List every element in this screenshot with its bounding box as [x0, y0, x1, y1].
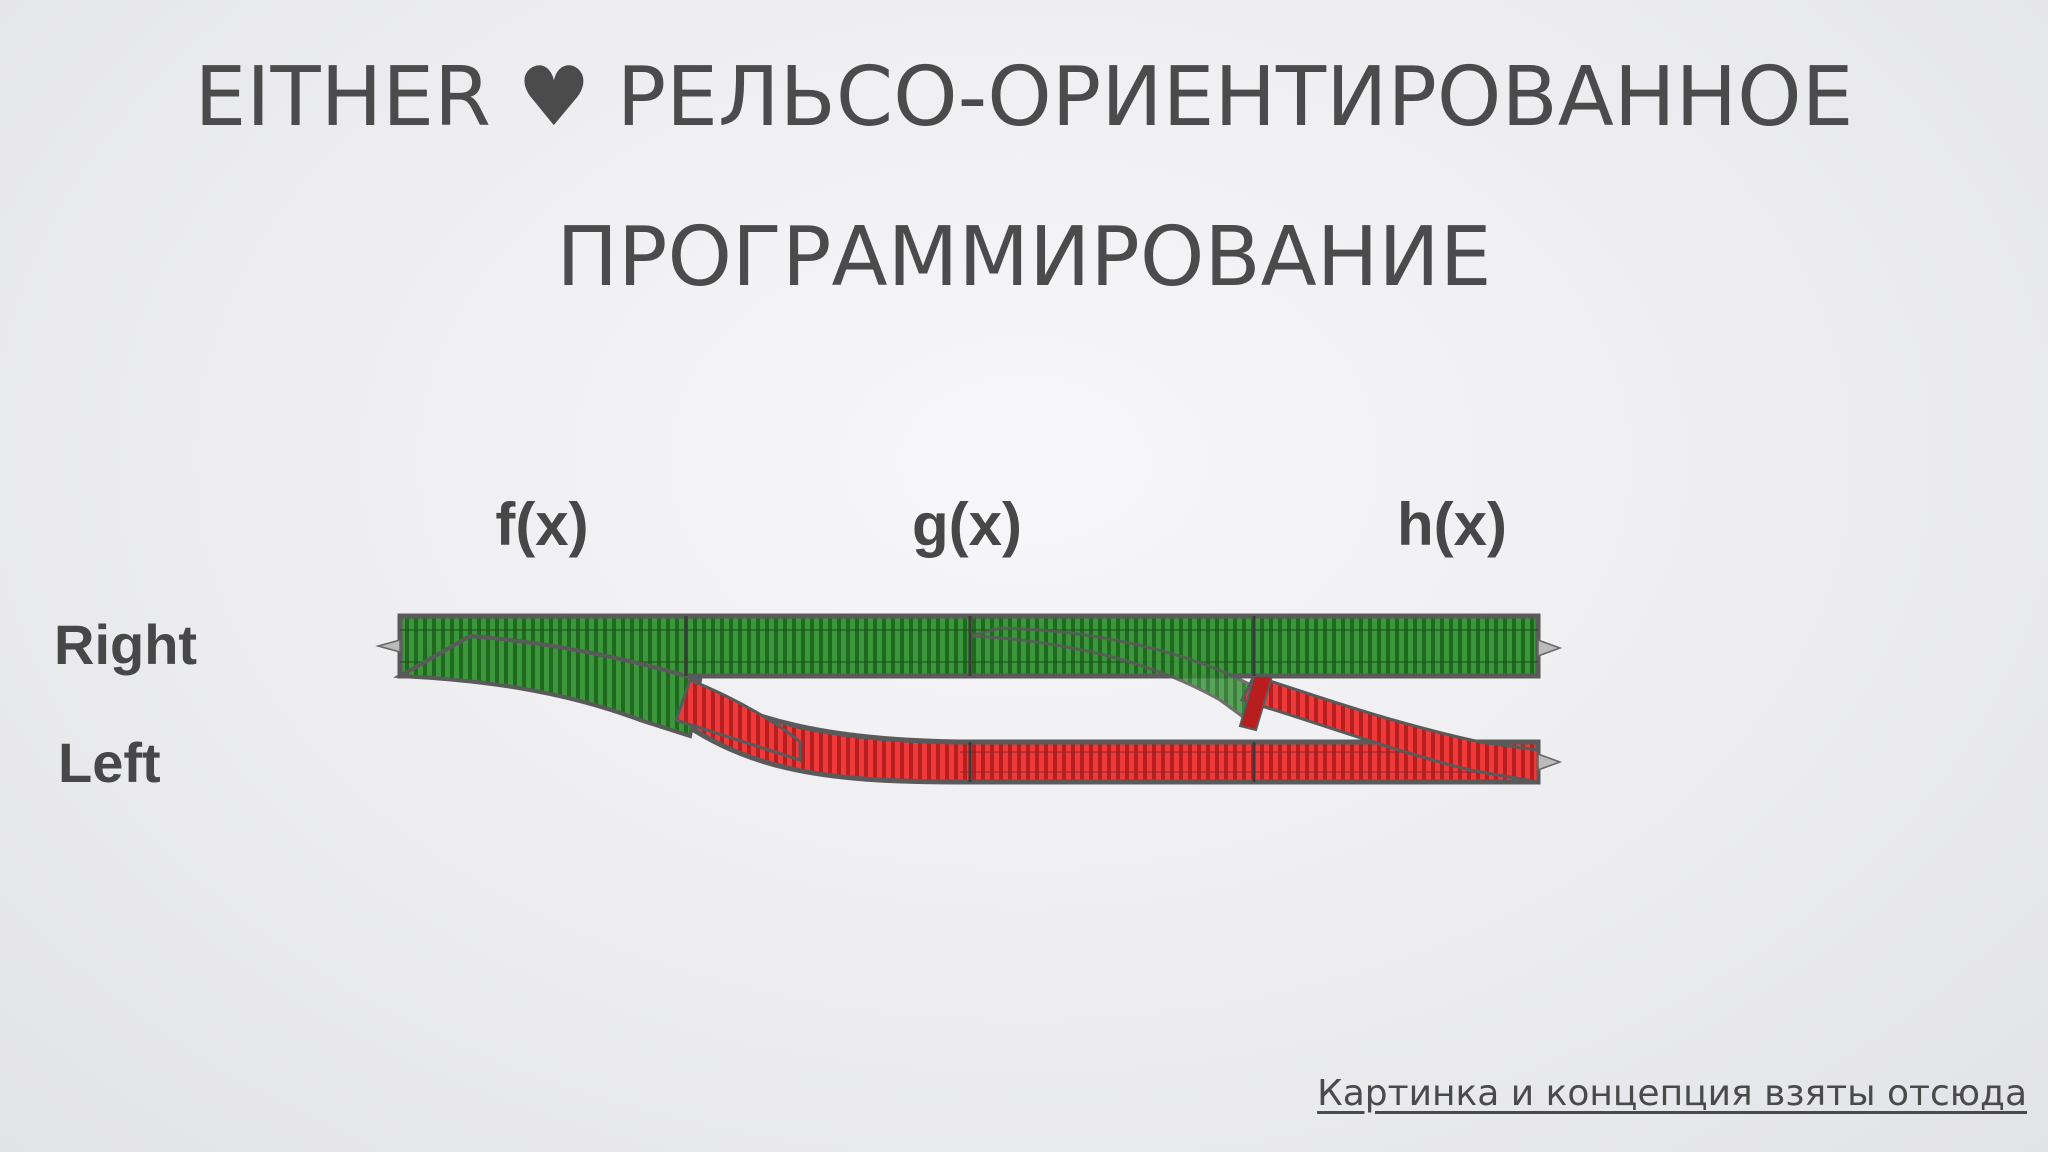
switch-h-lead: [1238, 675, 1274, 732]
switch-f-error: [674, 678, 802, 763]
track-label-left: Left: [58, 731, 161, 794]
track-label-right: Right: [54, 613, 198, 676]
function-label-g: g(x): [912, 491, 1022, 558]
switch-h: [1239, 674, 1540, 784]
source-link[interactable]: Картинка и концепция взяты отсюда: [1317, 1073, 2027, 1114]
railway-diagram: [375, 613, 1563, 785]
title-railway: РЕЛЬСО-ОРИЕНТИРОВАННОЕ: [616, 50, 1854, 145]
left-track-end-cap: [1537, 752, 1563, 772]
right-track-start-cap: [375, 639, 401, 653]
slide-title-line-2: ПРОГРАММИРОВАНИЕ: [556, 210, 1492, 305]
title-either: EITHER: [194, 50, 492, 145]
function-label-h: h(x): [1397, 491, 1507, 558]
track-joints: [684, 616, 1256, 782]
right-track-end-cap: [1537, 638, 1563, 658]
heart-icon: ♥: [517, 50, 591, 145]
function-label-f: f(x): [495, 491, 589, 558]
slide-title-line-1: EITHER ♥ РЕЛЬСО-ОРИЕНТИРОВАННОЕ: [0, 50, 2048, 145]
